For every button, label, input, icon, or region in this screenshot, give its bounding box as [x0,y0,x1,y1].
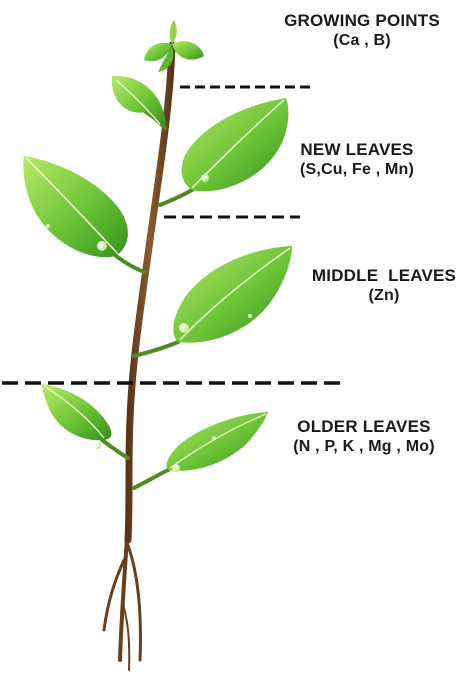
stem [128,45,172,540]
petioles [102,112,192,488]
older-leaves-elements: (N , P, K , Mg , Mo) [264,437,464,457]
growing-points-label: GROWING POINTS (Ca , B) [262,10,462,51]
new-leaves-elements: (S,Cu, Fe , Mn) [282,160,432,180]
new-leaves-label: NEW LEAVES (S,Cu, Fe , Mn) [282,139,432,180]
roots [104,520,140,670]
new-leaves-title: NEW LEAVES [282,139,432,160]
leaf-older-left [42,384,111,449]
growing-points-title: GROWING POINTS [262,10,462,31]
leaf-new-left [112,76,166,126]
middle-leaves-label: MIDDLE LEAVES (Zn) [300,265,468,306]
middle-leaves-elements: (Zn) [300,286,468,306]
leaf-middle-right [173,246,292,343]
divider-lines [2,87,345,383]
older-leaves-label: OLDER LEAVES (N , P, K , Mg , Mo) [264,416,464,457]
leaf-new-right [182,98,289,191]
leaf-older-right [166,412,268,472]
older-leaves-title: OLDER LEAVES [264,416,464,437]
leaf-middle-left [23,156,128,257]
growing-points-elements: (Ca , B) [262,31,462,51]
middle-leaves-title: MIDDLE LEAVES [300,265,468,286]
